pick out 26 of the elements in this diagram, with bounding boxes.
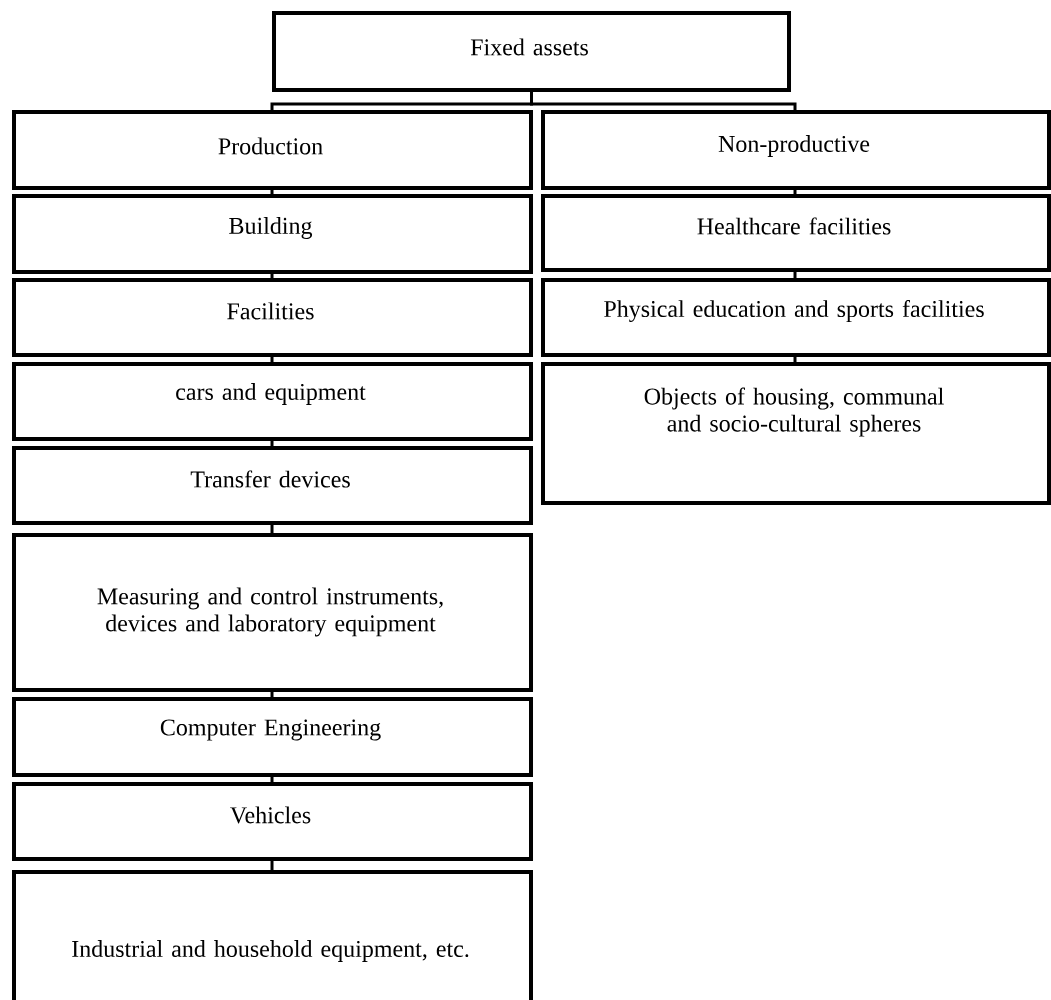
box: Healthcare facilities bbox=[541, 194, 1051, 272]
box: Transfer devices bbox=[12, 446, 533, 525]
connector bbox=[270, 357, 274, 362]
connector bbox=[793, 272, 797, 278]
box: Production bbox=[12, 110, 533, 190]
box: Vehicles bbox=[12, 782, 533, 861]
connector bbox=[270, 692, 274, 697]
box: Fixed assets bbox=[272, 11, 791, 92]
box: cars and equipment bbox=[12, 362, 533, 441]
box: Measuring and control instruments, devices and laboratory equipment bbox=[12, 533, 533, 692]
box: Physical education and sports facilities bbox=[541, 278, 1051, 357]
connector bbox=[530, 92, 797, 110]
connector bbox=[270, 190, 274, 194]
connector bbox=[270, 525, 274, 533]
connector bbox=[270, 777, 274, 782]
connector bbox=[270, 274, 274, 278]
box: Building bbox=[12, 194, 533, 274]
connector bbox=[270, 861, 274, 870]
box: Objects of housing, communal and socio-cultural spheres bbox=[541, 362, 1051, 505]
box: Facilities bbox=[12, 278, 533, 357]
connector bbox=[793, 190, 797, 194]
connector bbox=[270, 441, 274, 446]
box: Non-productive bbox=[541, 110, 1051, 190]
box: Industrial and household equipment, etc. bbox=[12, 870, 533, 1000]
box: Computer Engineering bbox=[12, 697, 533, 777]
connector bbox=[793, 357, 797, 362]
